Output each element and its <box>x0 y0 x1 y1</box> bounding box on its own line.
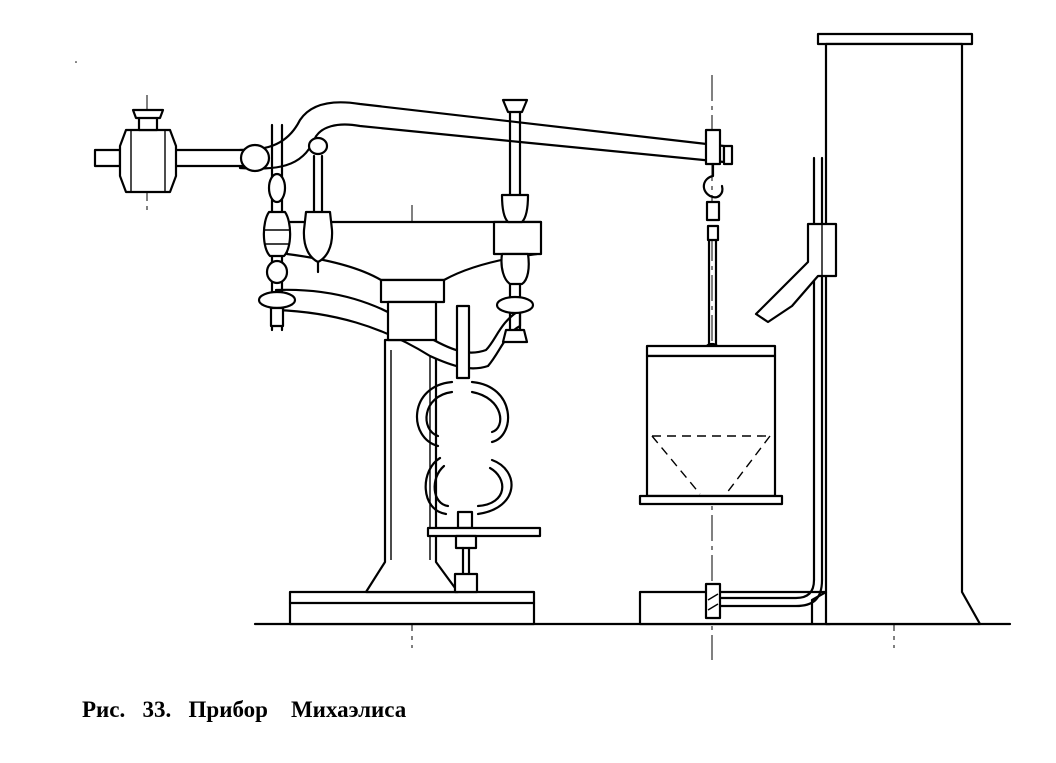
caption-name: Михаэлиса <box>290 697 407 722</box>
main-beam <box>238 101 726 170</box>
specimen-grips <box>416 304 542 594</box>
caption-title: Прибор <box>188 697 268 722</box>
reservoir-column <box>810 32 982 626</box>
stand-base <box>288 590 536 626</box>
left-rod <box>257 123 297 332</box>
figure-caption: Рис. 33. Прибор Михаэлиса <box>82 695 406 725</box>
caption-number: 33. <box>142 697 172 722</box>
counterweight <box>93 108 271 194</box>
beam-end-cap <box>722 144 734 166</box>
hanging-bulb <box>302 136 334 274</box>
bucket-assembly <box>638 128 784 506</box>
right-base <box>638 582 832 626</box>
feed-pipe <box>718 156 838 608</box>
right-rod <box>495 98 535 344</box>
support-table <box>281 220 543 342</box>
caption-label: Рис. <box>82 697 126 722</box>
scan-speck <box>75 61 77 63</box>
